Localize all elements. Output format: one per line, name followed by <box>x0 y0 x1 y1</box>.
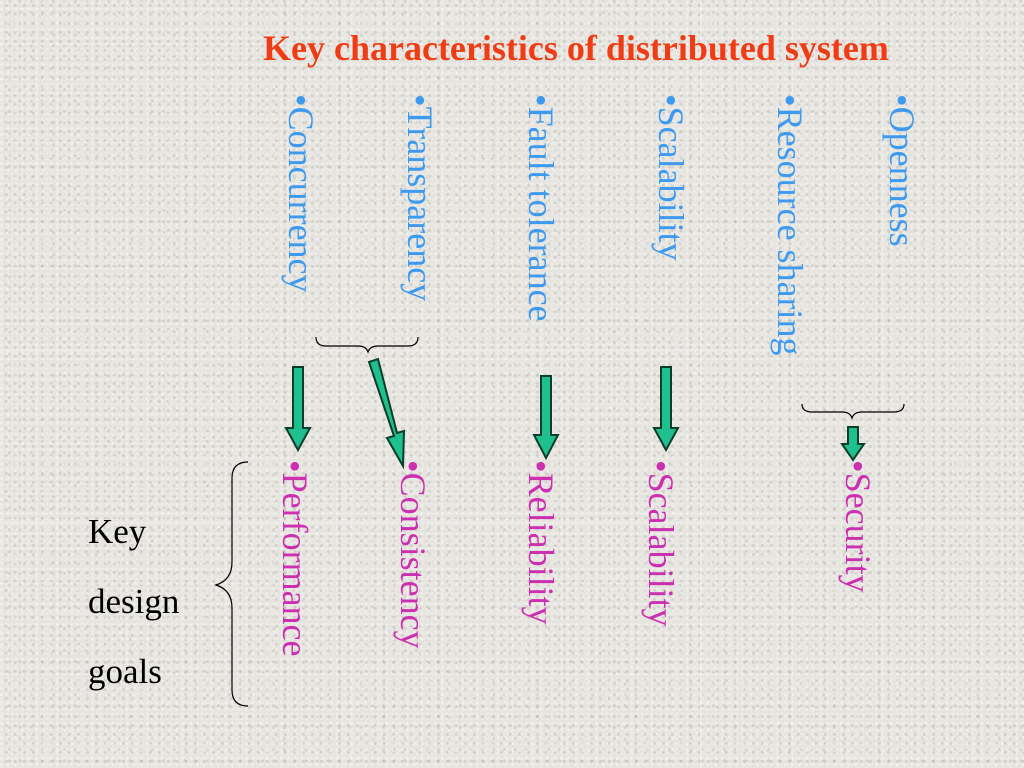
slide-title: Key characteristics of distributed syste… <box>263 28 889 68</box>
bullet-marker: • <box>882 94 922 107</box>
arrow-scalability-scalability <box>652 366 680 453</box>
side-label-line: design <box>88 582 180 621</box>
goal-reliability: • Reliability <box>521 460 561 625</box>
bullet-marker: • <box>521 94 561 107</box>
side-label-line: Key <box>88 512 147 551</box>
bullet-marker: • <box>521 460 561 473</box>
background-grid-line <box>350 0 351 768</box>
characteristic-label: Openness <box>882 106 922 247</box>
side-label-line: goals <box>88 652 162 691</box>
background-grid-line <box>0 350 1024 351</box>
characteristic-openness: • Openness <box>882 94 922 247</box>
characteristic-transparency: •Transparency <box>400 94 440 301</box>
bullet-marker: • <box>275 460 315 473</box>
background-grid-line <box>0 522 1024 523</box>
bullet-marker: • <box>281 94 321 107</box>
background-grid-line <box>700 0 701 768</box>
bullet-marker: • <box>770 94 810 107</box>
vertical-brace <box>213 461 249 707</box>
arrow-fault-tolerance-reliability <box>532 375 560 461</box>
goal-label: Security <box>838 472 878 593</box>
goal-scalability: • Scalability <box>641 460 681 627</box>
horizontal-brace <box>801 403 905 420</box>
goal-label: Scalability <box>641 472 681 627</box>
goal-label: Consistency <box>393 472 433 649</box>
characteristic-fault-tolerance: • Fault tolerance <box>521 94 561 322</box>
characteristic-label: Resource sharing <box>770 106 810 356</box>
characteristic-label: Concurrency <box>281 106 321 293</box>
goal-security: • Security <box>838 460 878 593</box>
bullet-marker: • <box>838 460 878 473</box>
bullet-marker: • <box>400 94 440 107</box>
arrow-transparency-consistency <box>367 357 406 470</box>
characteristic-label: Fault tolerance <box>521 106 561 322</box>
characteristic-label: Scalability <box>651 106 691 261</box>
characteristic-scalability: • Scalability <box>651 94 691 261</box>
horizontal-brace <box>315 336 419 354</box>
goal-consistency: • Consistency <box>393 460 433 649</box>
goal-label: Reliability <box>521 472 561 625</box>
key-design-goals-label: Key design goals <box>88 497 208 707</box>
arrow-concurrency-performance <box>284 366 312 453</box>
characteristic-label: Transparency <box>400 106 440 302</box>
goal-label: Performance <box>275 472 315 657</box>
bullet-marker: • <box>641 460 681 473</box>
goal-performance: • Performance <box>275 460 315 657</box>
bullet-marker: • <box>651 94 691 107</box>
characteristic-resource-sharing: • Resource sharing <box>770 94 810 356</box>
arrow-resource-security <box>840 426 866 462</box>
characteristic-concurrency: • Concurrency <box>281 94 321 293</box>
